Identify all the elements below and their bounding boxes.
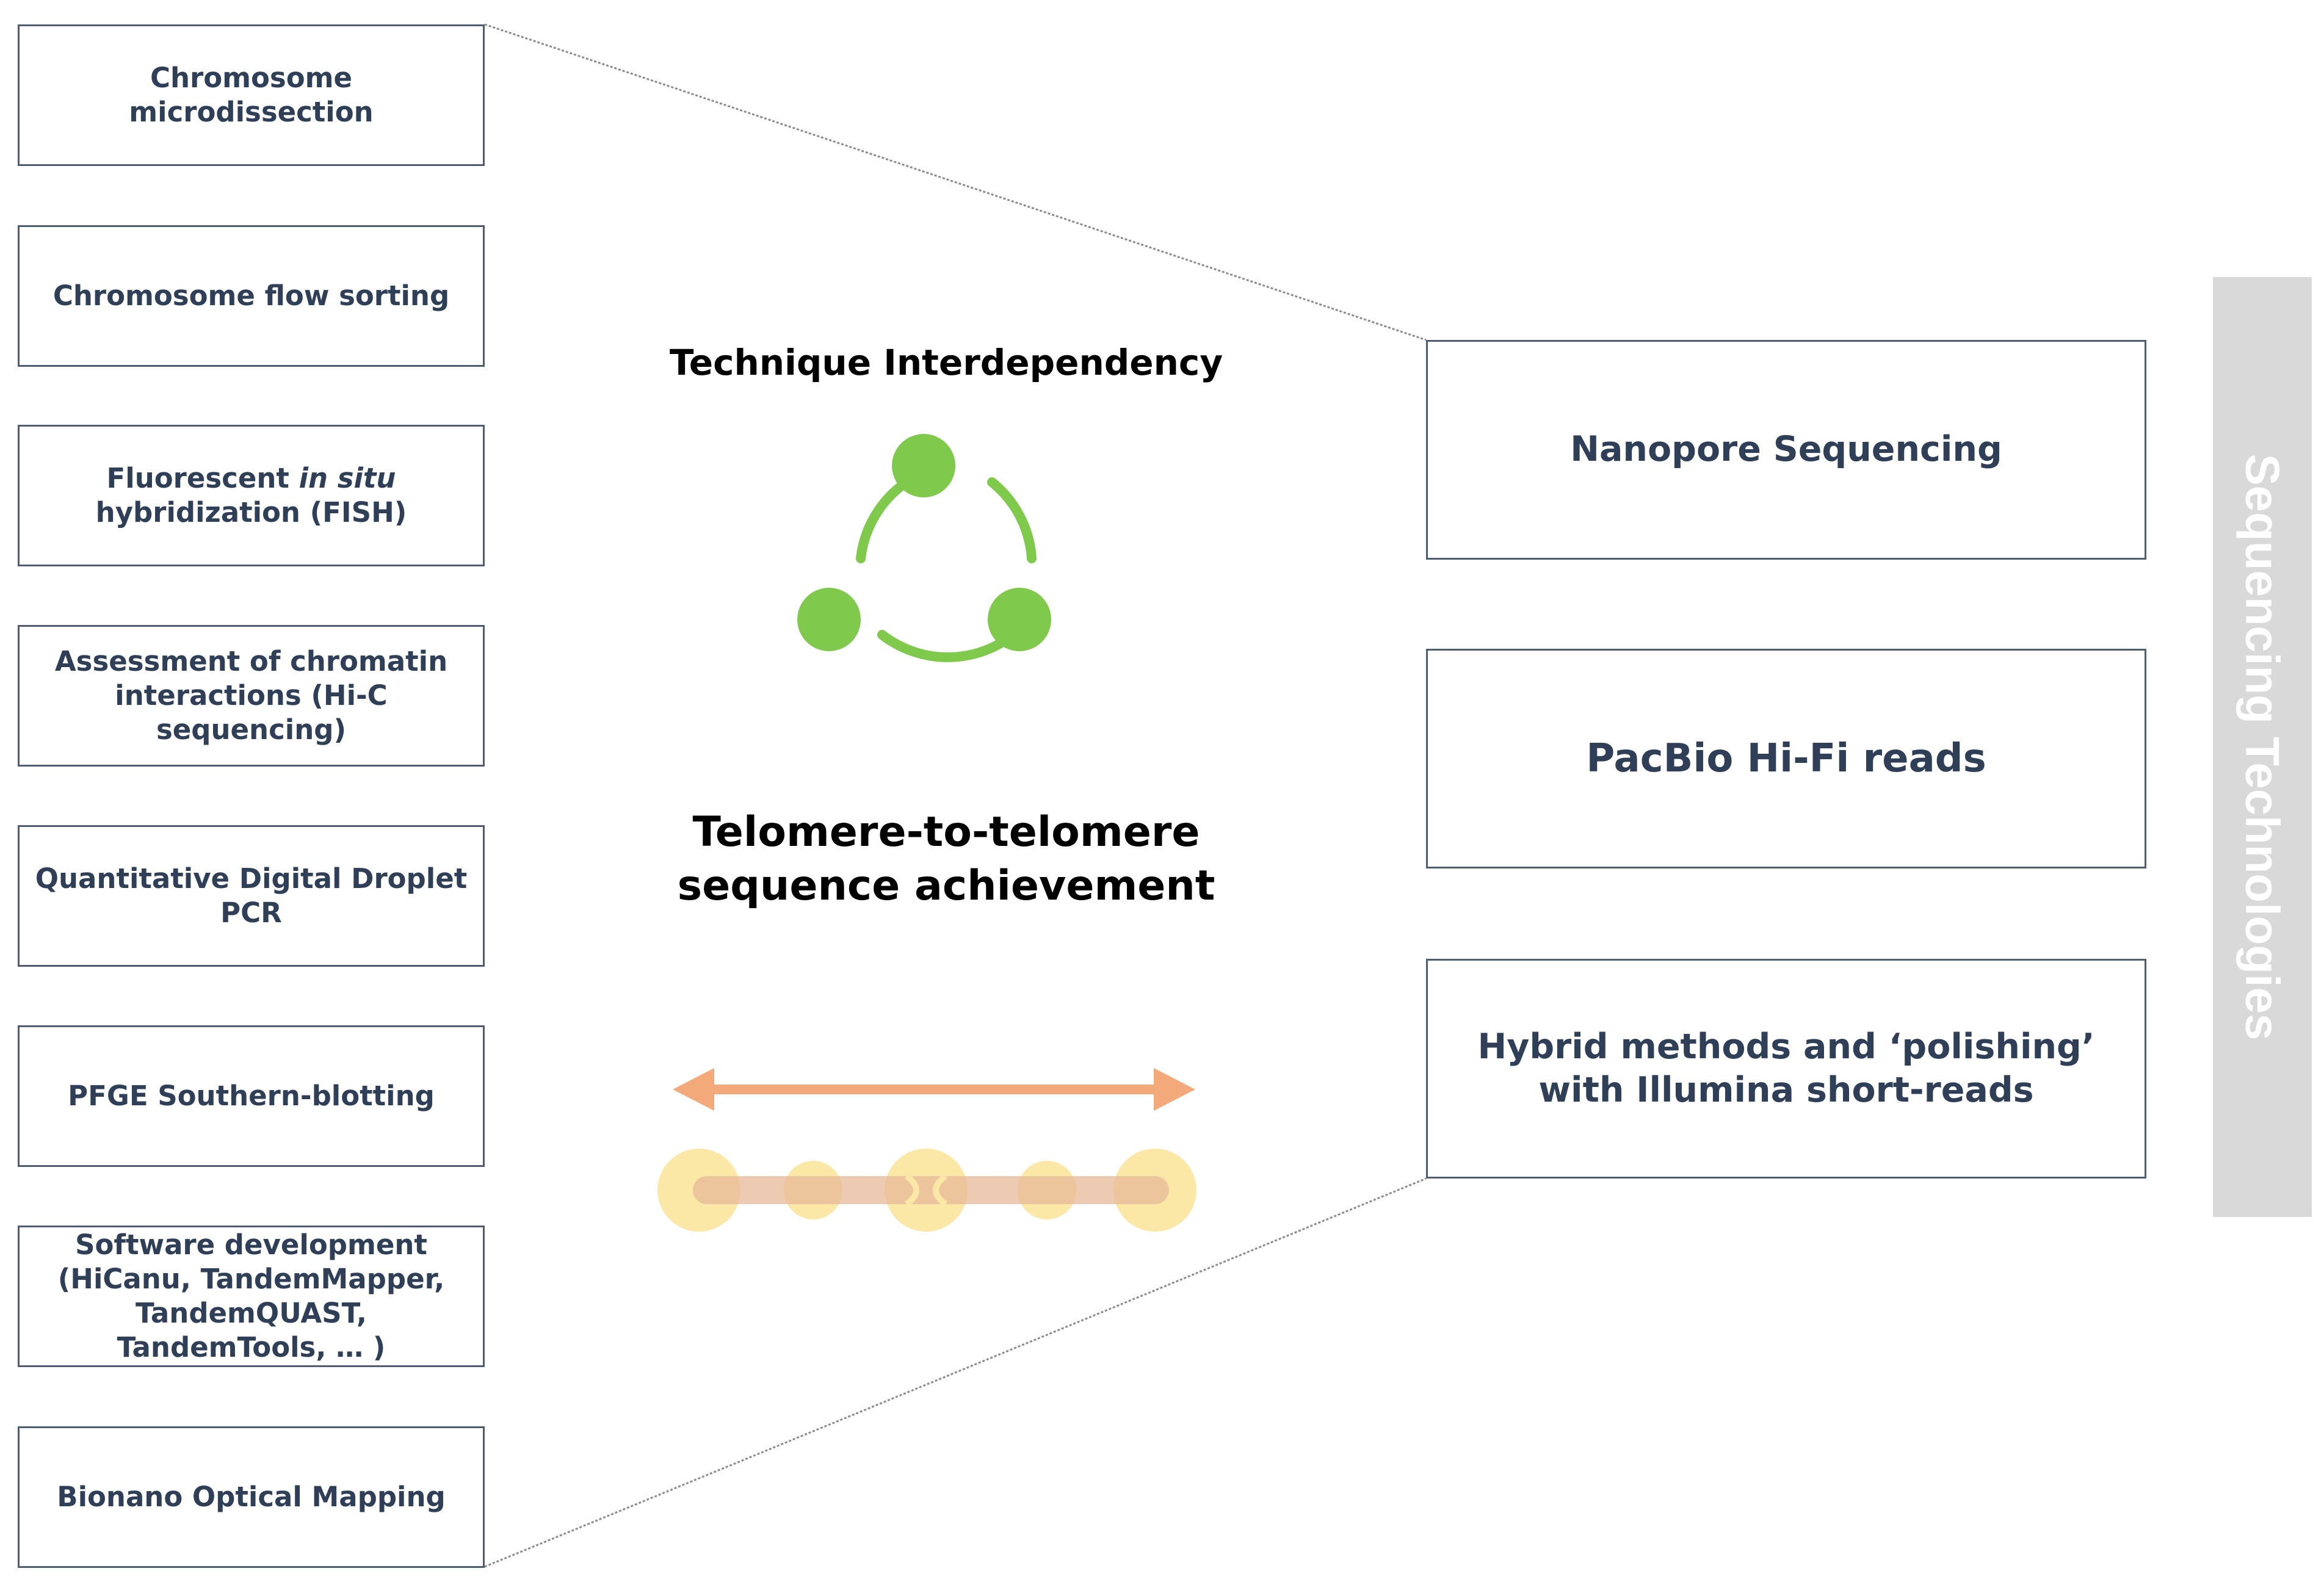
sequencing-box-pacbio: PacBio Hi-Fi reads xyxy=(1426,649,2146,868)
connector-line-bottom xyxy=(484,1177,1427,1568)
technique-box-fish: Fluorescent in situ hybridization (FISH) xyxy=(18,425,485,566)
sequencing-box-hybrid: Hybrid methods and ‘polishing’ with Illu… xyxy=(1426,959,2146,1179)
sequencing-label: Hybrid methods and ‘polishing’ with Illu… xyxy=(1477,1026,2095,1110)
technique-label: Fluorescent in situ hybridization (FISH) xyxy=(29,461,473,530)
sequencing-box-nanopore: Nanopore Sequencing xyxy=(1426,340,2146,560)
technique-box-microdissection: Chromosome microdissection xyxy=(18,24,485,166)
technique-box-flow-sorting: Chromosome flow sorting xyxy=(18,225,485,367)
technique-label: Chromosome flow sorting xyxy=(52,279,450,312)
interdependency-title: Technique Interdependency xyxy=(669,342,1223,383)
technique-box-bionano: Bionano Optical Mapping xyxy=(18,1426,485,1568)
technique-label: Chromosome microdissection xyxy=(129,61,374,128)
technique-label: Bionano Optical Mapping xyxy=(57,1480,446,1513)
technique-label-part: hybridization (FISH) xyxy=(95,496,407,529)
technique-label: Assessment of chromatin interactions (Hi… xyxy=(54,644,448,746)
technique-label-part: Fluorescent xyxy=(106,461,299,494)
technique-label: Quantitative Digital Droplet PCR xyxy=(35,862,468,929)
technique-label-italic: in situ xyxy=(299,461,396,494)
technique-box-software: Software development (HiCanu, TandemMapp… xyxy=(18,1226,485,1367)
technique-box-hi-c: Assessment of chromatin interactions (Hi… xyxy=(18,625,485,767)
chromosome-icon xyxy=(656,1144,1206,1236)
technique-label: Software development (HiCanu, TandemMapp… xyxy=(57,1228,445,1364)
technique-label: PFGE Southern-blotting xyxy=(68,1079,435,1112)
sequencing-technologies-banner: Sequencing Technologies xyxy=(2213,277,2312,1217)
banner-label: Sequencing Technologies xyxy=(2235,453,2290,1041)
technique-box-ddpcr: Quantitative Digital Droplet PCR xyxy=(18,825,485,967)
sequencing-label: Nanopore Sequencing xyxy=(1570,429,2002,470)
sequencing-label: PacBio Hi-Fi reads xyxy=(1586,736,1986,781)
t2t-title: Telomere-to-telomere sequence achievemen… xyxy=(677,808,1215,911)
share-network-icon xyxy=(787,427,1062,690)
connector-line-top xyxy=(484,23,1427,341)
double-headed-arrow-icon xyxy=(671,1062,1196,1117)
technique-box-pfge: PFGE Southern-blotting xyxy=(18,1025,485,1167)
